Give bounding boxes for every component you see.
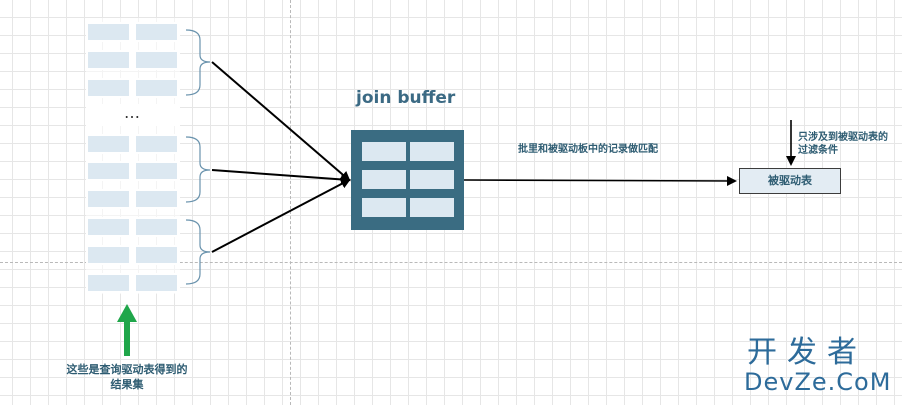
- green-up-arrow: [117, 304, 137, 356]
- brace-group: [185, 29, 211, 285]
- join-buffer-cell: [362, 142, 406, 161]
- result-row: [86, 189, 180, 209]
- result-row: [86, 22, 180, 42]
- horizontal-guide-line: [0, 262, 902, 263]
- join-buffer-cell: [410, 142, 454, 161]
- join-buffer-cell: [362, 170, 406, 189]
- ellipsis-row: …: [86, 104, 180, 126]
- arrow-to-driven-table: [463, 175, 737, 186]
- result-row: [86, 273, 180, 293]
- result-row: [86, 217, 180, 237]
- driven-table-box: 被驱动表: [739, 168, 841, 194]
- join-buffer-cell: [362, 198, 406, 217]
- result-row: [86, 245, 180, 265]
- result-row: [86, 134, 180, 154]
- batch-match-label: 批里和被驱动板中的记录做匹配: [518, 144, 658, 155]
- vertical-guide-line: [290, 0, 291, 405]
- watermark-chinese: 开发者: [747, 335, 867, 370]
- result-row: [86, 78, 180, 98]
- join-buffer-cell: [410, 170, 454, 189]
- arrows-to-join-buffer: [211, 61, 351, 253]
- join-buffer-cell: [410, 198, 454, 217]
- filter-condition-label: 只涉及到被驱动表的过滤条件: [798, 132, 888, 156]
- join-buffer-title: join buffer: [356, 88, 456, 108]
- join-buffer-box: [351, 130, 464, 230]
- result-row: [86, 161, 180, 181]
- result-set-label: 这些是查询驱动表得到的结果集: [66, 363, 188, 391]
- result-row: [86, 50, 180, 70]
- watermark-devze: DevZe.CoM: [744, 368, 892, 396]
